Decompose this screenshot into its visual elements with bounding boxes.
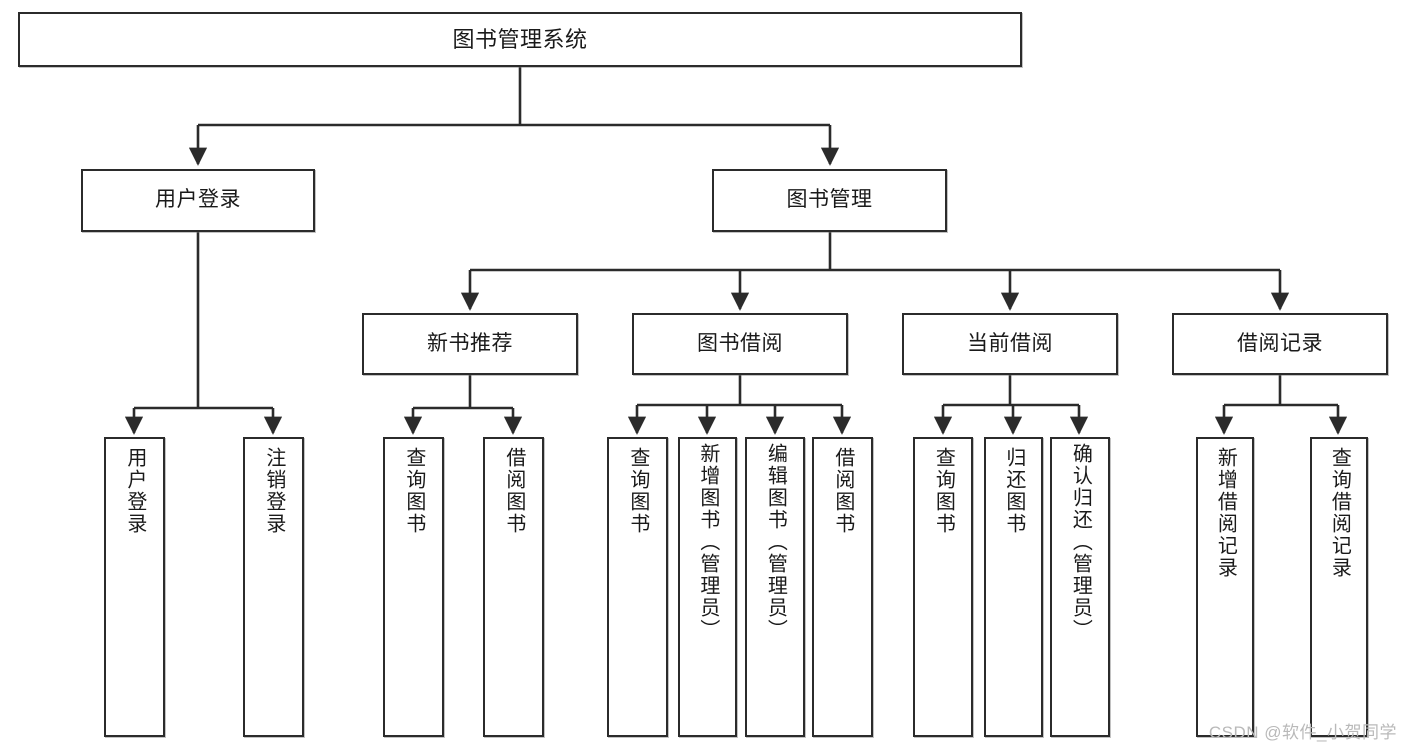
node-label: 借阅图书	[502, 447, 525, 535]
node-label: 查询借阅记录	[1328, 447, 1351, 579]
node-label: 图书管理系统	[452, 26, 588, 52]
node-label: 确认归还（管理员）	[1069, 443, 1092, 641]
node-label: 用户登录	[123, 447, 146, 535]
node-label: 用户登录	[155, 188, 241, 212]
node-label: 借阅图书	[831, 447, 854, 535]
node-label: 查询图书	[402, 447, 425, 535]
leaf-query-book-recommend[interactable]: 查询图书	[383, 437, 444, 737]
node-label: 当前借阅	[967, 331, 1053, 355]
leaf-borrow-book-recommend[interactable]: 借阅图书	[483, 437, 544, 737]
leaf-query-borrow-record[interactable]: 查询借阅记录	[1310, 437, 1368, 737]
leaf-query-book-borrow[interactable]: 查询图书	[607, 437, 668, 737]
node-book-borrow[interactable]: 图书借阅	[632, 313, 848, 375]
node-label: 注销登录	[262, 447, 285, 535]
node-label: 新书推荐	[427, 331, 513, 355]
node-borrow-record[interactable]: 借阅记录	[1172, 313, 1388, 375]
node-label: 编辑图书（管理员）	[764, 443, 787, 641]
leaf-borrow-book[interactable]: 借阅图书	[812, 437, 873, 737]
node-label: 图书管理	[786, 188, 873, 212]
node-label: 查询图书	[932, 447, 955, 535]
leaf-logout-login[interactable]: 注销登录	[243, 437, 304, 737]
leaf-add-borrow-record[interactable]: 新增借阅记录	[1196, 437, 1254, 737]
leaf-return-book[interactable]: 归还图书	[984, 437, 1043, 737]
node-root-system[interactable]: 图书管理系统	[18, 12, 1022, 67]
leaf-query-book-current[interactable]: 查询图书	[913, 437, 973, 737]
node-new-book-recommend[interactable]: 新书推荐	[362, 313, 578, 375]
node-label: 查询图书	[626, 447, 649, 535]
leaf-user-login[interactable]: 用户登录	[104, 437, 165, 737]
node-user-login[interactable]: 用户登录	[81, 169, 315, 232]
node-label: 图书借阅	[697, 331, 783, 355]
node-label: 归还图书	[1002, 447, 1025, 535]
node-label: 借阅记录	[1237, 331, 1323, 355]
leaf-add-book-admin[interactable]: 新增图书（管理员）	[678, 437, 737, 737]
node-label: 新增图书（管理员）	[696, 443, 719, 641]
leaf-confirm-return-admin[interactable]: 确认归还（管理员）	[1050, 437, 1110, 737]
node-book-manage[interactable]: 图书管理	[712, 169, 947, 232]
leaf-edit-book-admin[interactable]: 编辑图书（管理员）	[745, 437, 805, 737]
node-label: 新增借阅记录	[1214, 447, 1237, 579]
node-current-borrow[interactable]: 当前借阅	[902, 313, 1118, 375]
watermark: CSDN @软件_小贺同学	[1208, 723, 1397, 742]
